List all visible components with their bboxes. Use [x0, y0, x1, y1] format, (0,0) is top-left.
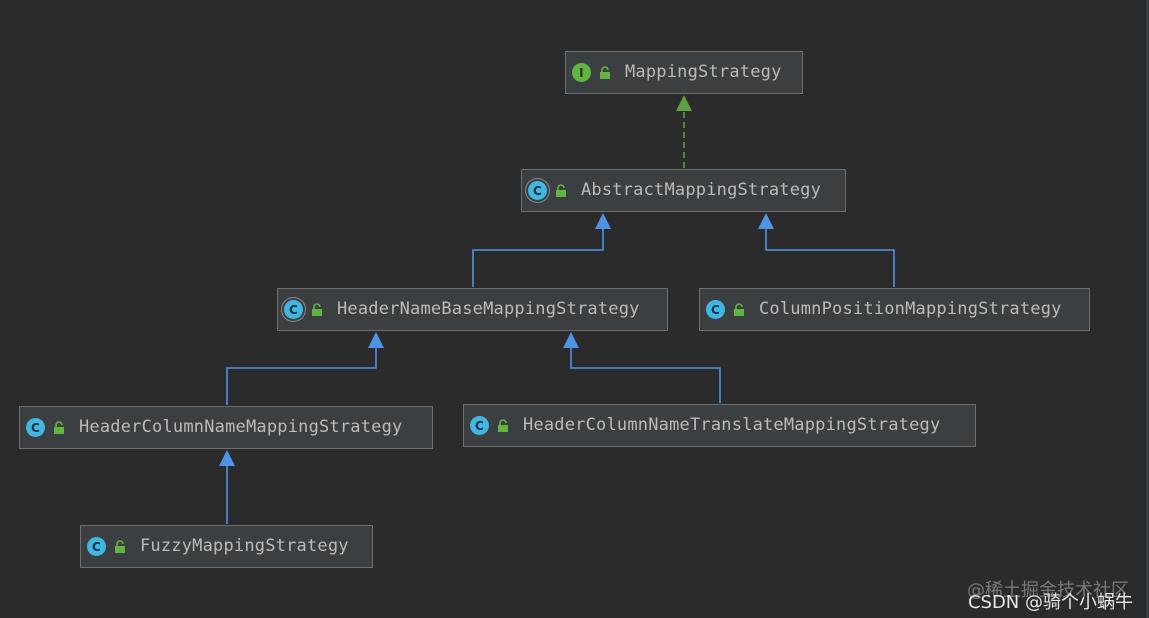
node-label: HeaderColumnNameMappingStrategy: [79, 417, 403, 437]
node-label: MappingStrategy: [625, 62, 782, 82]
node-header-name-base-mapping-strategy[interactable]: C HeaderNameBaseMappingStrategy: [277, 288, 668, 331]
extends-edge-header-column-name: [226, 348, 377, 405]
node-abstract-mapping-strategy[interactable]: C AbstractMappingStrategy: [521, 169, 846, 212]
unlocked-icon: [600, 65, 610, 79]
interface-icon: I: [572, 63, 591, 82]
extends-arrowhead-header-column-name: [219, 450, 235, 466]
extends-arrowhead-header-base-left: [368, 332, 384, 348]
unlocked-icon: [54, 420, 64, 434]
unlocked-icon: [556, 183, 566, 197]
node-header-column-name-mapping-strategy[interactable]: C HeaderColumnNameMappingStrategy: [19, 406, 433, 449]
class-icon: C: [706, 300, 725, 319]
abstract-class-icon: C: [528, 181, 547, 200]
extends-arrowhead-abstract-left: [595, 213, 611, 229]
class-icon: C: [470, 416, 489, 435]
node-label: HeaderNameBaseMappingStrategy: [337, 299, 640, 319]
extends-arrowhead-abstract-right: [758, 213, 774, 229]
node-label: AbstractMappingStrategy: [581, 180, 822, 200]
implements-arrowhead: [676, 95, 692, 111]
node-mapping-strategy[interactable]: I MappingStrategy: [565, 51, 803, 94]
node-column-position-mapping-strategy[interactable]: C ColumnPositionMappingStrategy: [699, 288, 1090, 331]
unlocked-icon: [115, 539, 125, 553]
node-header-column-name-translate-mapping-strategy[interactable]: C HeaderColumnNameTranslateMappingStrate…: [463, 404, 976, 447]
class-icon: C: [26, 418, 45, 437]
node-label: FuzzyMappingStrategy: [140, 536, 349, 556]
window-edge: [1146, 0, 1149, 618]
extends-edge-column-position: [765, 229, 895, 287]
node-label: ColumnPositionMappingStrategy: [759, 299, 1062, 319]
unlocked-icon: [312, 302, 322, 316]
node-label: HeaderColumnNameTranslateMappingStrategy: [523, 415, 941, 435]
unlocked-icon: [734, 302, 744, 316]
watermark-csdn: CSDN @骑个小蜗牛: [967, 592, 1133, 613]
extends-edge-header-name-base: [472, 229, 604, 287]
class-icon: C: [87, 537, 106, 556]
unlocked-icon: [498, 418, 508, 432]
watermark-juejin: @稀土掘金技术社区: [967, 580, 1129, 601]
extends-arrowhead-header-base-right: [563, 332, 579, 348]
abstract-class-icon: C: [284, 300, 303, 319]
extends-edge-header-column-name-translate: [570, 348, 721, 403]
node-fuzzy-mapping-strategy[interactable]: C FuzzyMappingStrategy: [80, 525, 373, 568]
